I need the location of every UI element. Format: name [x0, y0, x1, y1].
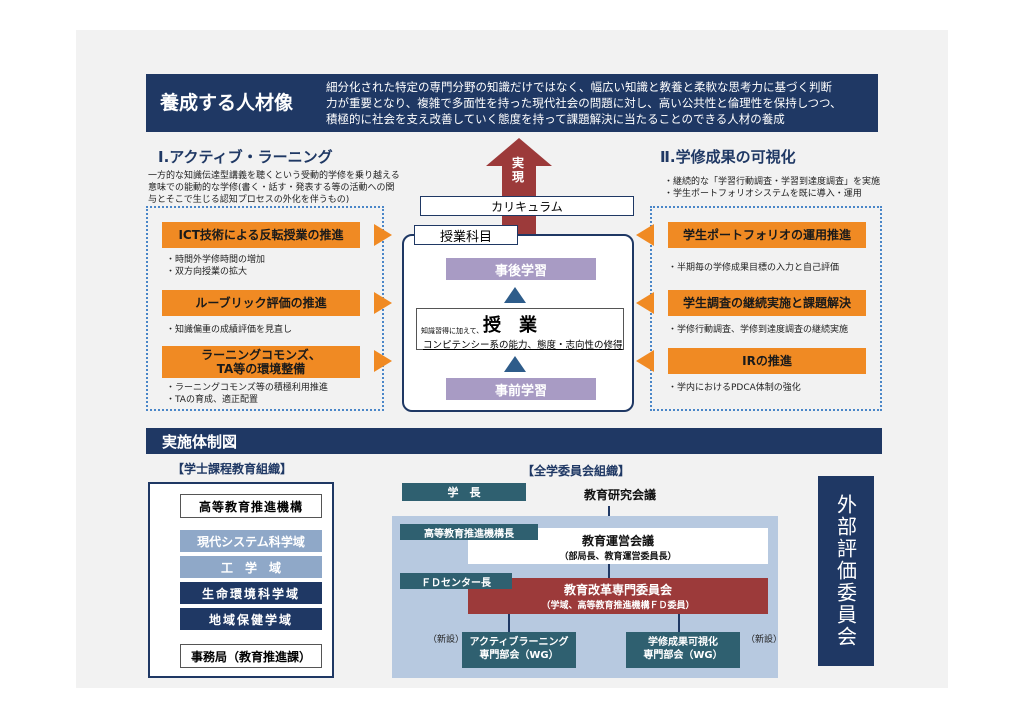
arrow-left-1: [636, 224, 654, 246]
realize-arrow-label: 実現: [511, 156, 524, 184]
org-kiko: 高等教育推進機構: [180, 494, 322, 518]
left-item-rubric-notes: ・知識偏重の成績評価を見直し: [166, 325, 293, 335]
arrow-right-3: [374, 350, 392, 372]
right-item-portfolio-notes: ・半期毎の学修成果目標の入力と自己評価: [668, 263, 840, 273]
left-item-ict-notes: ・時間外学修時間の増加 ・双方向授業の拡大: [166, 255, 266, 277]
wg-outcome-visual: 学修成果可視化 専門部会（WG）: [626, 632, 740, 668]
left-intro: 一方的な知識伝達型講義を聴くという受動的学修を乗り越える 意味での能動的な学修(…: [148, 171, 400, 205]
right-item-ir-notes: ・学内におけるPDCA体制の強化: [668, 383, 801, 393]
org-chiiki: 地域保健学域: [180, 608, 322, 630]
connector-1: [608, 506, 610, 520]
triangle-up-2: [504, 356, 526, 372]
org-seimei: 生命環境科学域: [180, 582, 322, 604]
class-prefix: 知識習得に加えて、: [421, 327, 484, 335]
arrow-right-2: [374, 292, 392, 314]
impl-title: 実施体制図: [162, 433, 238, 451]
impl-title-bar: 実施体制図: [146, 428, 882, 454]
org-jimukyoku: 事務局（教育推進課）: [180, 644, 322, 668]
left-item-commons-notes: ・ラーニングコモンズ等の積極利用推進 ・TAの育成、適正配置: [166, 383, 328, 405]
new-left: （新設）: [428, 635, 465, 645]
header-bar: 養成する人材像 細分化された特定の専門分野の知識だけではなく、幅広い知識と教養と…: [146, 74, 878, 132]
arrow-left-3: [636, 350, 654, 372]
arrow-right-1: [374, 224, 392, 246]
connector-4: [678, 614, 680, 632]
subject-tab: 授業科目: [414, 225, 518, 245]
left-item-ict: ICT技術による反転授業の推進: [162, 222, 360, 248]
class-box: 知識習得に加えて、 授 業 コンピテンシー系の能力、態度・志向性の修得: [416, 308, 624, 351]
left-section-title: Ⅰ.アクティブ・ラーニング: [158, 148, 333, 166]
after-study: 事後学習: [446, 258, 596, 280]
left-item-commons: ラーニングコモンズ、 TA等の環境整備: [162, 346, 360, 378]
header-title: 養成する人材像: [160, 92, 294, 114]
class-sub: コンピテンシー系の能力、態度・志向性の修得: [423, 340, 623, 351]
org-kougaku: 工 学 域: [180, 556, 322, 578]
right-intro: ・継続的な「学習行動調査・学習到達度調査」を実施 ・学生ポートフォリオシステムを…: [664, 177, 881, 199]
right-section-title: Ⅱ.学修成果の可視化: [660, 148, 796, 166]
realize-arrow: [486, 138, 552, 234]
header-desc: 細分化された特定の専門分野の知識だけではなく、幅広い知識と教養と柔軟な思考力に基…: [326, 80, 842, 126]
right-item-portfolio: 学生ポートフォリオの運用推進: [668, 222, 866, 248]
kenkyu-kaigi: 教育研究会議: [583, 488, 656, 502]
mid-org-title: 【全学委員会組織】: [522, 464, 631, 478]
fd-cho-label: ＦＤセンター長: [400, 573, 512, 589]
external-committee: 外部評価委員会: [818, 476, 874, 666]
connector-2: [608, 564, 610, 578]
org-gendai: 現代システム科学域: [180, 530, 322, 552]
right-item-survey-notes: ・学修行動調査、学修到達度調査の継続実施: [668, 325, 849, 335]
before-study: 事前学習: [446, 378, 596, 400]
gakucho-label: 学 長: [402, 483, 526, 501]
new-right: （新設）: [746, 635, 783, 645]
wg-active-learning: アクティブラーニング 専門部会（WG）: [462, 632, 576, 668]
arrow-left-2: [636, 292, 654, 314]
curriculum-box: カリキュラム: [420, 196, 634, 216]
kiko-cho-label: 高等教育推進機構長: [400, 524, 538, 540]
class-title: 授 業: [483, 315, 537, 336]
left-item-rubric: ルーブリック評価の推進: [162, 290, 360, 316]
connector-3: [508, 614, 510, 632]
kaikaku-box: 教育改革専門委員会 （学域、高等教育推進機構ＦＤ委員）: [468, 578, 768, 614]
left-org-title: 【学士課程教育組織】: [172, 462, 293, 476]
right-item-survey: 学生調査の継続実施と課題解決: [668, 290, 866, 316]
triangle-up-1: [504, 287, 526, 303]
right-item-ir: IRの推進: [668, 348, 866, 374]
